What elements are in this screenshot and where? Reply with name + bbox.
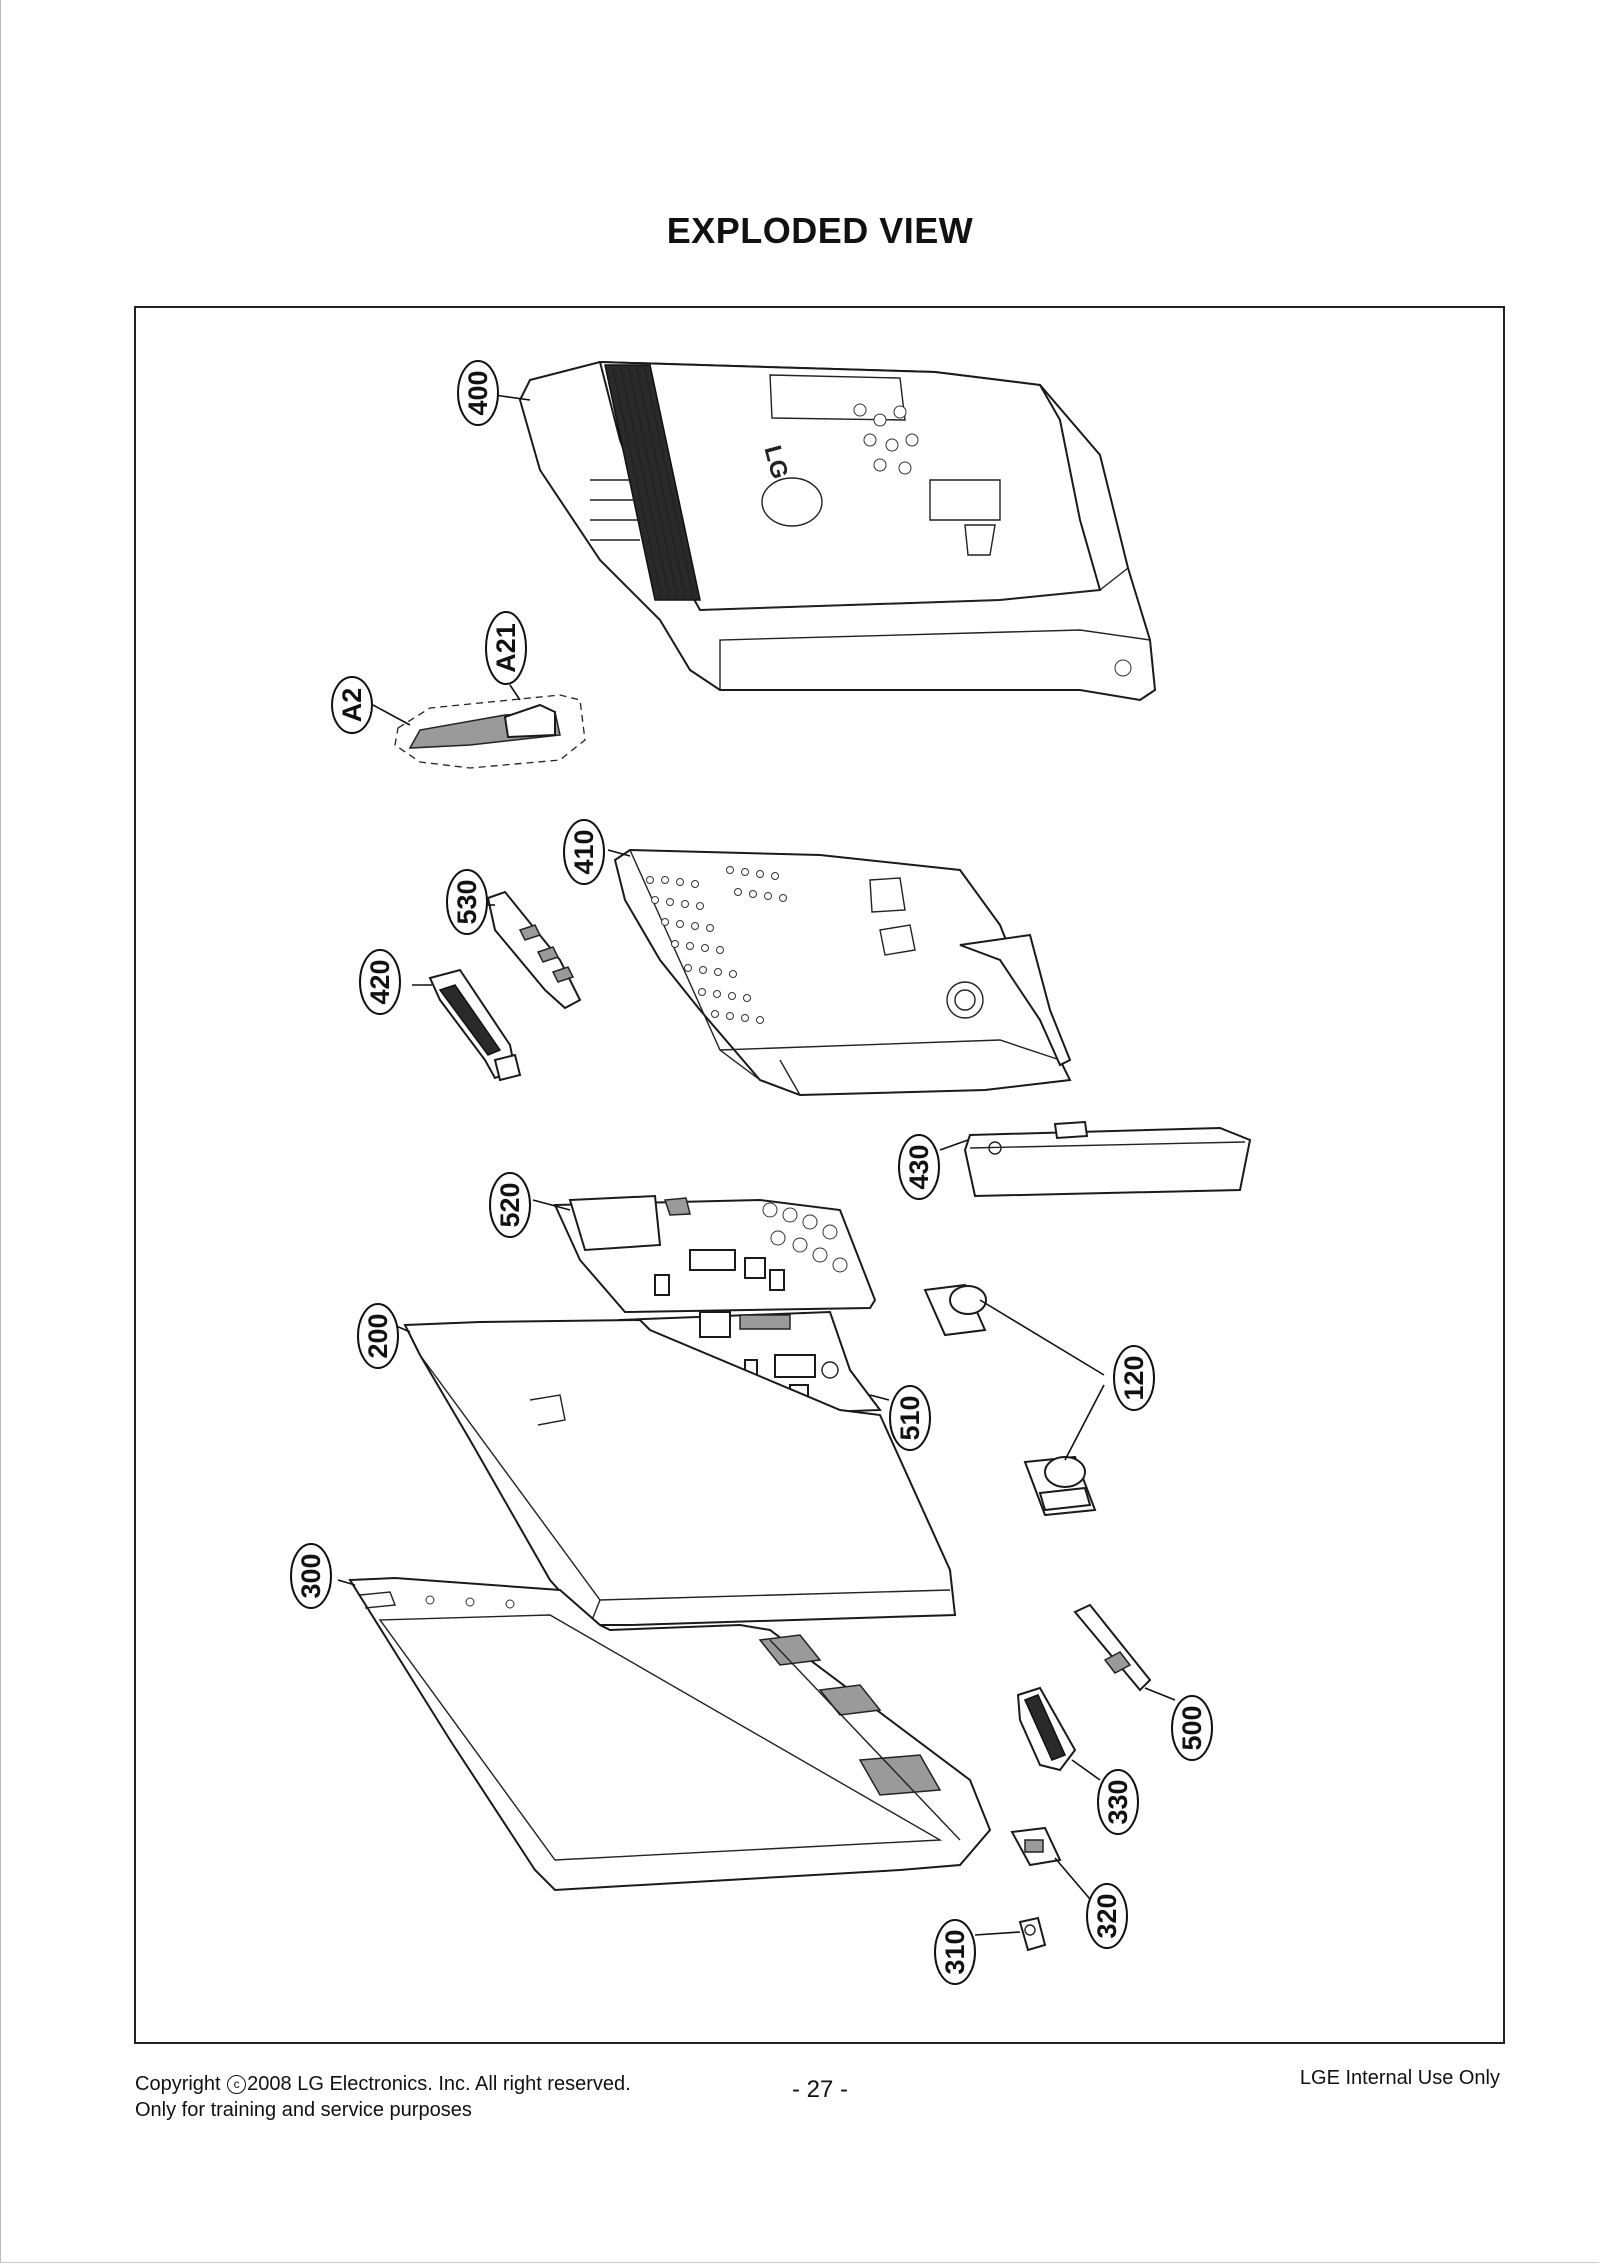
part-520-main-board [553, 1194, 877, 1314]
callout-310: 310 [934, 1919, 976, 1985]
svg-text:300: 300 [296, 1553, 326, 1598]
svg-text:330: 330 [1103, 1779, 1133, 1824]
copyright-prefix: Copyright [135, 2073, 227, 2095]
callout-120: 120 [1113, 1345, 1155, 1411]
callout-200: 200 [357, 1303, 399, 1369]
callout-500: 500 [1171, 1695, 1213, 1761]
callout-400: 400 [457, 360, 499, 426]
svg-text:420: 420 [365, 959, 395, 1004]
callout-430: 430 [898, 1134, 940, 1200]
part-120-speakers [923, 1283, 1097, 1517]
svg-text:A2: A2 [337, 688, 367, 723]
part-430-long-bracket [963, 1120, 1252, 1198]
svg-text:400: 400 [463, 370, 493, 415]
svg-text:520: 520 [495, 1182, 525, 1227]
svg-text:430: 430 [904, 1144, 934, 1189]
svg-text:410: 410 [569, 829, 599, 874]
callout-320: 320 [1086, 1883, 1128, 1949]
part-310-button [1018, 1916, 1047, 1952]
part-420-bracket [428, 968, 522, 1082]
callout-a21: A21 [485, 611, 527, 685]
callout-520: 520 [489, 1172, 531, 1238]
svg-text:510: 510 [895, 1395, 925, 1440]
svg-text:200: 200 [363, 1313, 393, 1358]
part-300-front-cabinet [348, 1576, 992, 1892]
diagram-frame [134, 306, 1505, 2044]
internal-use-note: LGE Internal Use Only [1299, 2067, 1500, 2089]
svg-text:120: 120 [1119, 1355, 1149, 1400]
svg-text:500: 500 [1177, 1705, 1207, 1750]
svg-text:A21: A21 [491, 623, 521, 673]
callout-410: 410 [563, 819, 605, 885]
svg-text:320: 320 [1092, 1893, 1122, 1938]
part-410-shield-case [613, 848, 1072, 1097]
callout-510: 510 [889, 1385, 931, 1451]
part-200-lcd-panel [403, 1318, 957, 1626]
callout-530: 530 [446, 869, 488, 935]
training-note: Only for training and service purposes [135, 2099, 472, 2121]
part-400-back-cover: LG [518, 360, 1157, 702]
svg-text:310: 310 [940, 1929, 970, 1974]
svg-text:530: 530 [452, 879, 482, 924]
part-a2-stand [394, 694, 586, 769]
part-530-board [486, 890, 582, 1010]
part-320-ir-board [1010, 1826, 1062, 1867]
page-title: EXPLODED VIEW [666, 210, 974, 251]
copyright-suffix: 2008 LG Electronics. Inc. All right rese… [247, 2073, 631, 2095]
part-330-key-board [1016, 1686, 1077, 1772]
callout-420: 420 [359, 949, 401, 1015]
callout-a2: A2 [331, 676, 373, 734]
callout-330: 330 [1097, 1769, 1139, 1835]
copyright-symbol: c [227, 2075, 247, 2094]
page-number: - 27 - [791, 2076, 848, 2103]
callout-300: 300 [290, 1543, 332, 1609]
part-500-board [1073, 1603, 1152, 1692]
leader-lines [337, 394, 1176, 1936]
